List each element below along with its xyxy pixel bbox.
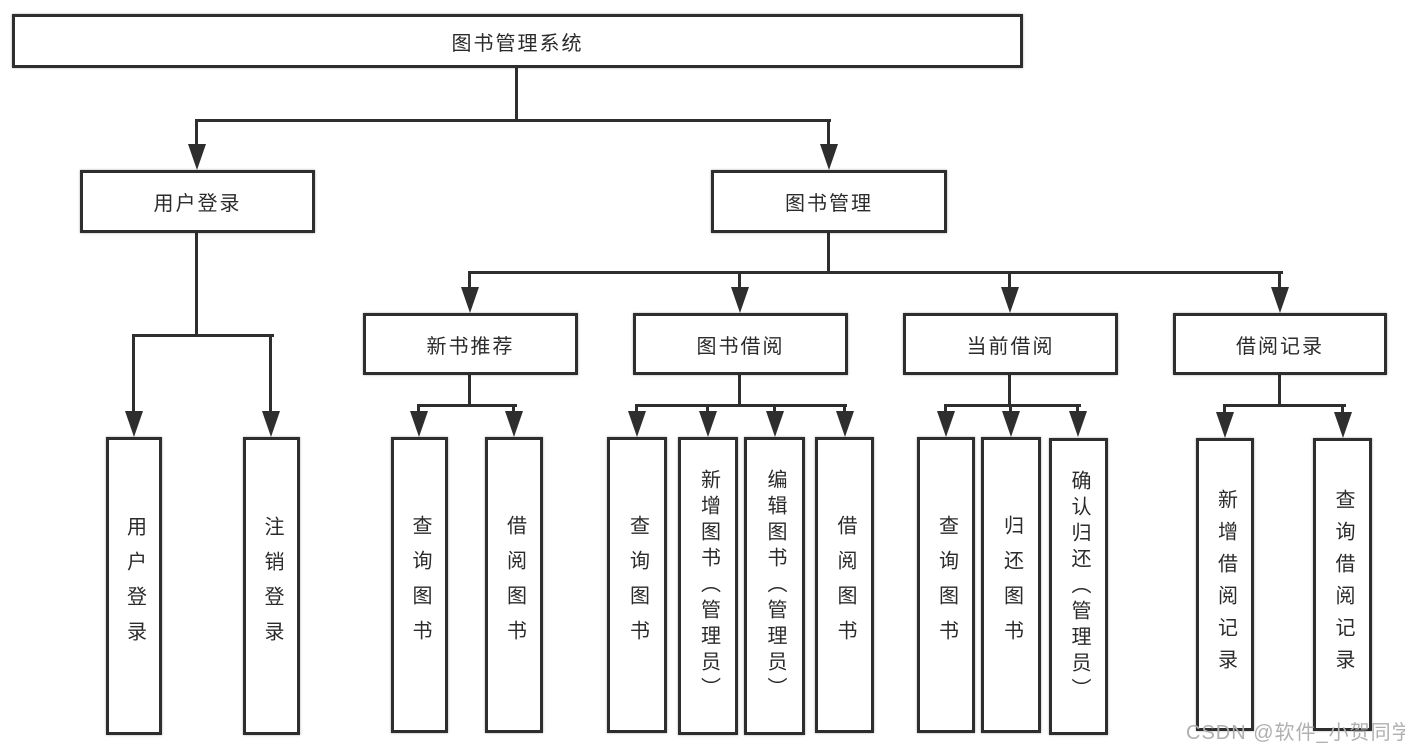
connector-arrow <box>836 411 854 437</box>
connector-arrow <box>1002 411 1020 437</box>
connector-line <box>1278 271 1281 291</box>
node-new-book-rec-label: 新书推荐 <box>426 335 515 358</box>
leaf-cb-return-book: 归还图书 <box>981 437 1041 733</box>
connector-line <box>827 119 830 151</box>
node-book-borrow-label: 图书借阅 <box>696 335 785 358</box>
leaf-cb-query-book-label: 查询图书 <box>935 515 958 655</box>
leaf-logout: 注销登录 <box>243 437 300 735</box>
leaf-cb-confirm-return-label: 确认归还（管理员） <box>1068 469 1090 704</box>
node-user-login: 用户登录 <box>80 170 315 233</box>
connector-line <box>944 404 1081 407</box>
connector-line <box>515 68 518 120</box>
connector-line <box>195 233 198 335</box>
leaf-cb-query-book: 查询图书 <box>917 437 975 733</box>
connector-line <box>468 271 471 291</box>
leaf-br-query-record-label: 查询借阅记录 <box>1332 488 1354 681</box>
node-book-borrow: 图书借阅 <box>633 313 848 375</box>
connector-line <box>269 334 272 412</box>
connector-line <box>195 119 198 151</box>
node-book-mgmt: 图书管理 <box>711 170 947 233</box>
leaf-br-add-record: 新增借阅记录 <box>1196 438 1254 731</box>
node-user-login-label: 用户登录 <box>153 193 242 215</box>
connector-arrow <box>937 411 955 437</box>
leaf-bb-add-book: 新增图书（管理员） <box>678 437 738 735</box>
leaf-user-login-action: 用户登录 <box>106 437 162 735</box>
connector-line <box>1223 404 1226 418</box>
connector-arrow <box>699 411 717 437</box>
leaf-br-add-record-label: 新增借阅记录 <box>1214 488 1237 681</box>
connector-line <box>738 375 741 405</box>
connector-arrow <box>628 411 646 437</box>
connector-arrow <box>766 411 784 437</box>
leaf-cb-return-book-label: 归还图书 <box>1000 515 1023 655</box>
connector-line <box>468 271 1283 274</box>
connector-line <box>1008 271 1011 291</box>
connector-line <box>1008 375 1011 405</box>
leaf-br-query-record: 查询借阅记录 <box>1313 438 1372 731</box>
leaf-bb-edit-book-label: 编辑图书（管理员） <box>764 469 786 703</box>
connector-line <box>1341 404 1344 418</box>
connector-arrow <box>1216 412 1234 438</box>
connector-arrow <box>188 144 206 170</box>
leaf-bb-edit-book: 编辑图书（管理员） <box>744 437 805 735</box>
connector-line <box>132 334 135 412</box>
leaf-logout-label: 注销登录 <box>261 516 283 656</box>
connector-arrow <box>461 287 479 313</box>
leaf-bb-borrow-book: 借阅图书 <box>815 437 874 733</box>
connector-arrow <box>1069 411 1087 437</box>
leaf-user-login-action-label: 用户登录 <box>123 516 146 656</box>
node-book-mgmt-label: 图书管理 <box>785 193 873 215</box>
connector-arrow <box>125 411 143 437</box>
node-borrow-records-label: 借阅记录 <box>1236 335 1324 358</box>
connector-line <box>468 375 471 405</box>
leaf-rec-query-book-label: 查询图书 <box>409 515 431 655</box>
connector-line <box>1223 404 1346 407</box>
node-root: 图书管理系统 <box>12 14 1023 68</box>
node-new-book-rec: 新书推荐 <box>363 313 578 375</box>
connector-arrow <box>1001 287 1019 313</box>
leaf-bb-add-book-label: 新增图书（管理员） <box>697 469 720 703</box>
connector-line <box>635 404 847 407</box>
node-current-borrow: 当前借阅 <box>903 313 1118 375</box>
connector-line <box>195 119 831 122</box>
csdn-watermark: CSDN @软件_小贺同学 <box>1186 722 1405 744</box>
node-root-label: 图书管理系统 <box>451 32 584 55</box>
node-borrow-records: 借阅记录 <box>1173 313 1387 375</box>
connector-arrow <box>505 411 523 437</box>
leaf-bb-query-book: 查询图书 <box>607 437 667 733</box>
connector-arrow <box>1334 412 1352 438</box>
connector-arrow <box>731 287 749 313</box>
node-current-borrow-label: 当前借阅 <box>966 335 1055 358</box>
connector-arrow <box>820 144 838 170</box>
connector-line <box>132 334 274 337</box>
leaf-cb-confirm-return: 确认归还（管理员） <box>1049 438 1108 735</box>
leaf-rec-borrow-book-label: 借阅图书 <box>503 515 526 655</box>
connector-line <box>827 233 830 272</box>
connector-line <box>1278 375 1281 405</box>
leaf-rec-query-book: 查询图书 <box>391 437 448 733</box>
leaf-rec-borrow-book: 借阅图书 <box>485 437 543 733</box>
connector-arrow <box>410 411 428 437</box>
connector-line <box>738 271 741 291</box>
connector-arrow <box>1271 287 1289 313</box>
leaf-bb-borrow-book-label: 借阅图书 <box>834 515 856 655</box>
connector-arrow <box>262 411 280 437</box>
connector-line <box>417 404 517 407</box>
leaf-bb-query-book-label: 查询图书 <box>626 515 649 655</box>
